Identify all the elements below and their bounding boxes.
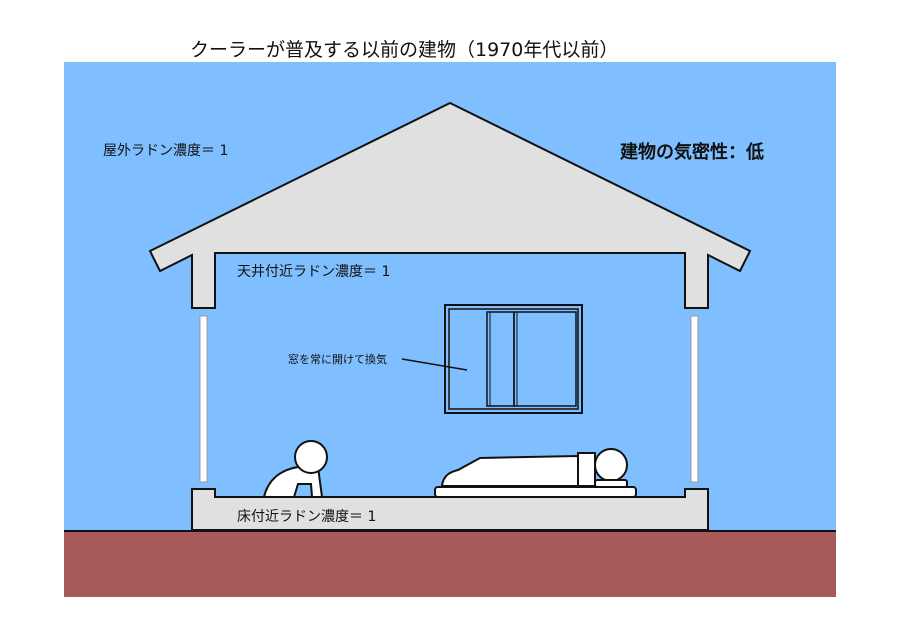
left-wall xyxy=(199,315,208,483)
outdoor-radon-label: 屋外ラドン濃度＝ 1 xyxy=(103,143,229,159)
floor-radon-label: 床付近ラドン濃度＝ 1 xyxy=(237,509,377,525)
window-leader-line xyxy=(401,358,468,371)
diagram-title: クーラーが普及する以前の建物（1970年代以前） xyxy=(190,39,619,61)
ceiling-radon-label: 天井付近ラドン濃度＝ 1 xyxy=(237,264,391,280)
ground xyxy=(64,531,836,597)
crawling-baby xyxy=(262,440,328,498)
window xyxy=(444,304,583,414)
floor-slab xyxy=(191,488,709,531)
window-ventilation-note: 窓を常に開けて換気 xyxy=(288,353,387,366)
right-wall xyxy=(690,315,699,483)
sleeping-person xyxy=(434,448,637,498)
roof xyxy=(148,101,752,309)
airtightness-label: 建物の気密性：低 xyxy=(620,142,764,163)
